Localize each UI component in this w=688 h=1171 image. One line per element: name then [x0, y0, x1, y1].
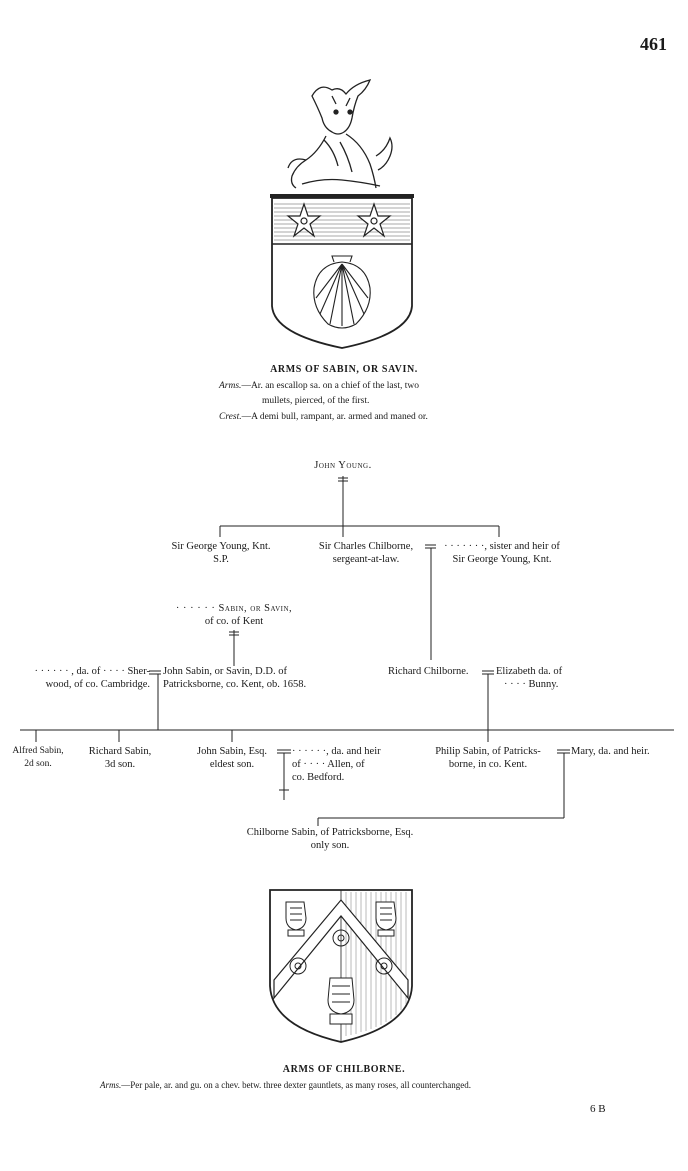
allen-line-2: of · · · · Allen, of	[292, 759, 365, 770]
richard-chilborne: Richard Chilborne.	[388, 666, 469, 677]
signature-mark: 6 B	[590, 1103, 606, 1115]
allen-line-3: co. Bedford.	[292, 772, 345, 783]
sabin-arms-title: ARMS OF SABIN, OR SAVIN.	[270, 364, 418, 375]
sabin-arms-line-1: Arms.—Ar. an escallop sa. on a chief of …	[219, 380, 419, 393]
elizabeth-line-2: · · · · Bunny.	[504, 679, 559, 690]
rose-right-icon	[375, 957, 393, 975]
escallop-shell-icon	[313, 255, 371, 329]
sabin-crest-line: Crest.—A demi bull, rampant, ar. armed a…	[219, 411, 428, 424]
charles-chilborne-name: Sir Charles Chilborne,	[318, 541, 414, 552]
chilborne-sabin: Chilborne Sabin, of Patricksborne, Esq. …	[220, 826, 440, 852]
philip-line-1: Philip Sabin, of Patricks-	[435, 746, 541, 757]
charles-chilborne: Sir Charles Chilborne, sergeant-at-law.	[305, 540, 427, 566]
elizabeth-bunny: Elizabeth da. of · · · · Bunny.	[496, 665, 596, 691]
george-young: Sir George Young, Knt. S.P.	[150, 540, 292, 566]
crest-text: —A demi bull, rampant, ar. armed and man…	[241, 412, 428, 422]
crest-label: Crest.	[219, 412, 242, 422]
allen-daughter: · · · · · ·, da. and heir of · · · · All…	[292, 745, 402, 784]
chilborne-arms-text: —Per pale, ar. and gu. on a chev. betw. …	[121, 1080, 471, 1090]
john-sabin-dd-line-1: John Sabin, or Savin, D.D. of	[163, 666, 287, 677]
bull-crest-icon	[287, 79, 393, 189]
gauntlet-top-left-icon	[285, 901, 307, 937]
richard-sabin-line-2: 3d son.	[104, 759, 136, 770]
sabin-or-savin: · · · · · · Sabin, or Savin, of co. of K…	[158, 602, 310, 628]
gauntlet-top-right-icon	[375, 901, 397, 937]
john-sabin-esq-line-1: John Sabin, Esq.	[196, 746, 267, 757]
john-sabin-esq: John Sabin, Esq. eldest son.	[185, 745, 279, 771]
chilborne-arms-title: ARMS OF CHILBORNE.	[282, 1064, 406, 1075]
alfred-sabin: Alfred Sabin, 2d son.	[8, 745, 68, 771]
elizabeth-line-1: Elizabeth da. of	[496, 666, 563, 677]
allen-line-1: · · · · · ·, da. and heir	[292, 746, 381, 757]
alfred-line-2: 2d son.	[24, 759, 52, 769]
sabin-arms-line-2: mullets, pierced, of the first.	[262, 396, 370, 406]
sister-line-2: Sir George Young, Knt.	[452, 554, 552, 565]
chilborne-sabin-line-2: only son.	[310, 840, 350, 851]
sabin-savin-place: of co. of Kent	[204, 616, 264, 627]
richard-sabin-line-1: Richard Sabin,	[88, 746, 152, 757]
rose-top-icon	[332, 929, 350, 947]
page-number: 461	[640, 34, 667, 54]
chilborne-sabin-line-1: Chilborne Sabin, of Patricksborne, Esq.	[246, 827, 414, 838]
sabin-savin-name: · · · · · · Sabin, or Savin,	[175, 603, 293, 614]
sherwood-line-1: · · · · · · , da. of · · · · Sher-	[34, 666, 150, 677]
sister-and-heir: · · · · · · ·, sister and heir of Sir Ge…	[432, 540, 572, 566]
alfred-line-1: Alfred Sabin,	[12, 746, 64, 756]
charles-chilborne-title: sergeant-at-law.	[332, 554, 400, 565]
george-young-note: S.P.	[213, 554, 229, 565]
sister-line-1: · · · · · · ·, sister and heir of	[444, 541, 560, 552]
richard-sabin: Richard Sabin, 3d son.	[80, 745, 160, 771]
philip-sabin: Philip Sabin, of Patricks- borne, in co.…	[420, 745, 556, 771]
arms-label: Arms.	[219, 381, 242, 391]
sabin-coat-of-arms	[270, 79, 414, 349]
john-young: John Young.	[314, 460, 372, 471]
arms-text-1: —Ar. an escallop sa. on a chief of the l…	[241, 381, 419, 391]
rose-left-icon	[289, 957, 307, 975]
george-young-name: Sir George Young, Knt.	[171, 541, 271, 552]
sherwood-line-2: wood, of co. Cambridge.	[45, 679, 150, 690]
chilborne-arms-label: Arms.	[100, 1080, 122, 1090]
john-sabin-dd: John Sabin, or Savin, D.D. of Patricksbo…	[163, 665, 343, 691]
chilborne-coat-of-arms	[269, 889, 413, 1043]
mary-heir: Mary, da. and heir.	[571, 746, 650, 757]
chilborne-arms-line: Arms.—Per pale, ar. and gu. on a chev. b…	[100, 1079, 471, 1092]
sherwood-daughter: · · · · · · , da. of · · · · Sher- wood,…	[4, 665, 150, 691]
philip-line-2: borne, in co. Kent.	[448, 759, 528, 770]
mullet-left-icon	[286, 202, 322, 238]
mullet-right-icon	[356, 202, 392, 238]
john-sabin-dd-line-2: Patricksborne, co. Kent, ob. 1658.	[163, 679, 307, 690]
john-sabin-esq-line-2: eldest son.	[209, 759, 255, 770]
gauntlet-base-icon	[327, 977, 355, 1025]
